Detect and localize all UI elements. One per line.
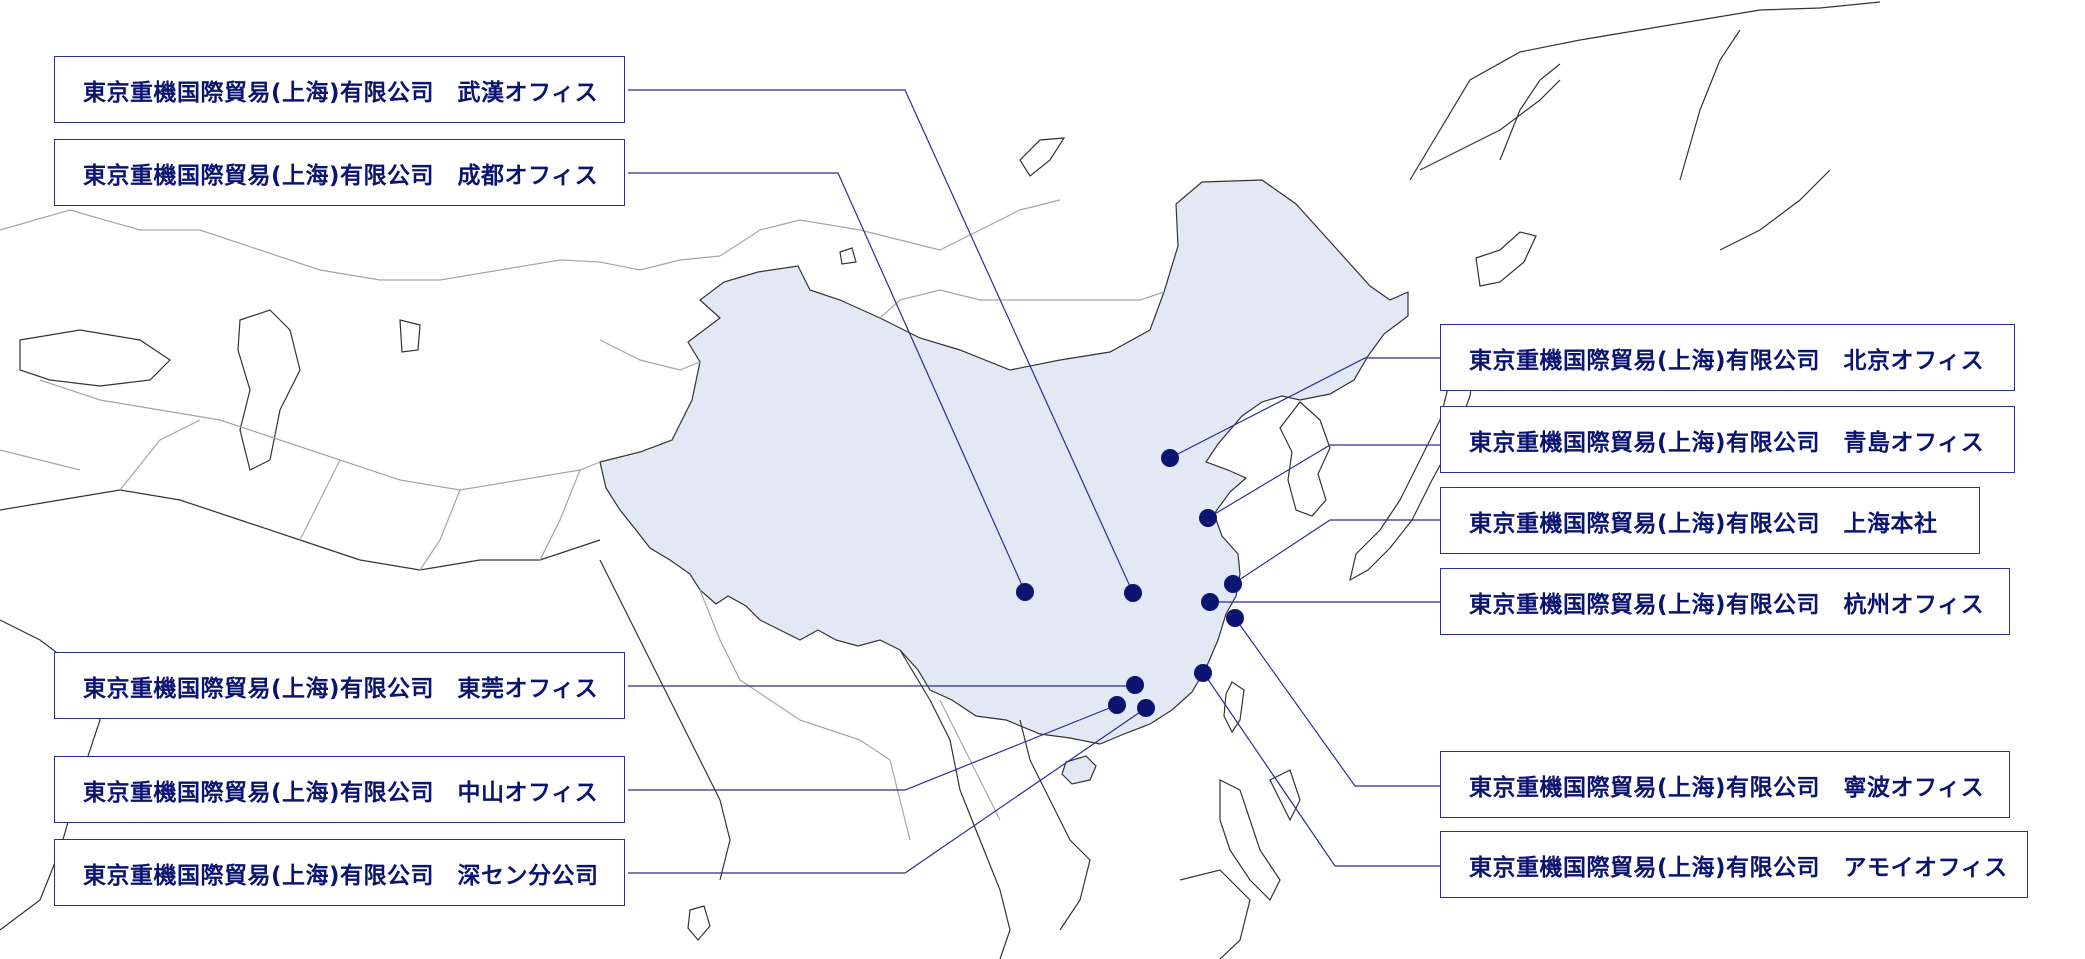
taiwan-island	[1223, 681, 1245, 734]
label-qingdao-text: 東京重機国際貿易(上海)有限公司 青島オフィス	[1469, 429, 1985, 456]
china-region	[599, 179, 1409, 745]
label-chengdu[interactable]: 東京重機国際貿易(上海)有限公司 成都オフィス	[54, 139, 625, 206]
label-shenzhen[interactable]: 東京重機国際貿易(上海)有限公司 深セン分公司	[54, 839, 625, 906]
marker-wuhan[interactable]	[1124, 584, 1142, 602]
label-dongguan[interactable]: 東京重機国際貿易(上海)有限公司 東莞オフィス	[54, 652, 625, 719]
label-qingdao[interactable]: 東京重機国際貿易(上海)有限公司 青島オフィス	[1440, 406, 2015, 473]
land-outlines	[0, 1, 1881, 959]
marker-shenzhen[interactable]	[1137, 699, 1155, 717]
label-wuhan[interactable]: 東京重機国際貿易(上海)有限公司 武漢オフィス	[54, 56, 625, 123]
marker-zhongshan[interactable]	[1108, 696, 1126, 714]
label-shanghai-text: 東京重機国際貿易(上海)有限公司 上海本社	[1469, 510, 1938, 537]
label-zhongshan-text: 東京重機国際貿易(上海)有限公司 中山オフィス	[83, 779, 599, 806]
label-xiamen-text: 東京重機国際貿易(上海)有限公司 アモイオフィス	[1469, 854, 2008, 881]
marker-qingdao[interactable]	[1199, 509, 1217, 527]
marker-beijing[interactable]	[1161, 449, 1179, 467]
label-hangzhou[interactable]: 東京重機国際貿易(上海)有限公司 杭州オフィス	[1440, 568, 2010, 635]
marker-hangzhou[interactable]	[1201, 593, 1219, 611]
label-shenzhen-text: 東京重機国際貿易(上海)有限公司 深セン分公司	[83, 862, 599, 889]
leader-lines	[628, 89, 1442, 874]
label-dongguan-text: 東京重機国際貿易(上海)有限公司 東莞オフィス	[83, 675, 599, 702]
marker-xiamen[interactable]	[1194, 664, 1212, 682]
country-borders	[0, 199, 1165, 841]
label-ningbo-text: 東京重機国際貿易(上海)有限公司 寧波オフィス	[1469, 774, 1985, 801]
label-shanghai[interactable]: 東京重機国際貿易(上海)有限公司 上海本社	[1440, 487, 1980, 554]
marker-chengdu[interactable]	[1016, 583, 1034, 601]
marker-shanghai[interactable]	[1224, 575, 1242, 593]
label-beijing[interactable]: 東京重機国際貿易(上海)有限公司 北京オフィス	[1440, 324, 2015, 391]
label-beijing-text: 東京重機国際貿易(上海)有限公司 北京オフィス	[1469, 347, 1985, 374]
label-zhongshan[interactable]: 東京重機国際貿易(上海)有限公司 中山オフィス	[54, 756, 625, 823]
label-ningbo[interactable]: 東京重機国際貿易(上海)有限公司 寧波オフィス	[1440, 751, 2010, 818]
marker-dongguan[interactable]	[1126, 676, 1144, 694]
label-wuhan-text: 東京重機国際貿易(上海)有限公司 武漢オフィス	[83, 79, 599, 106]
label-chengdu-text: 東京重機国際貿易(上海)有限公司 成都オフィス	[83, 162, 599, 189]
label-hangzhou-text: 東京重機国際貿易(上海)有限公司 杭州オフィス	[1469, 591, 1985, 618]
label-xiamen[interactable]: 東京重機国際貿易(上海)有限公司 アモイオフィス	[1440, 831, 2028, 898]
office-markers	[1016, 449, 1244, 717]
hainan-island	[1061, 755, 1097, 785]
marker-ningbo[interactable]	[1226, 609, 1244, 627]
